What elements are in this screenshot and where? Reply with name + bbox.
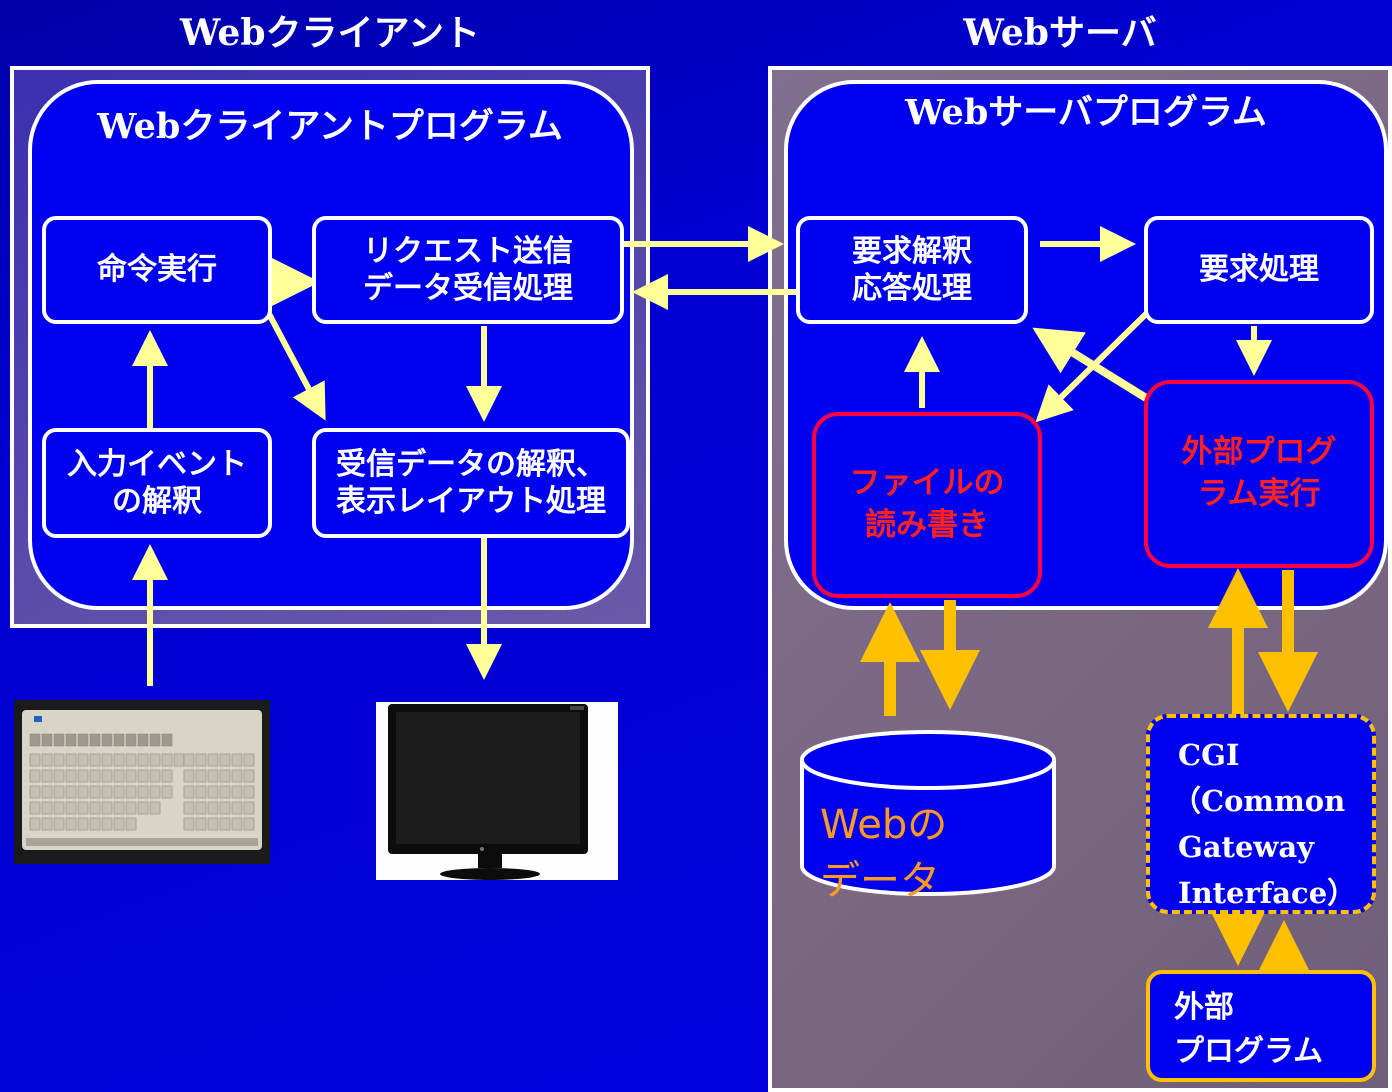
arrow-cmd-to-parse <box>265 310 326 421</box>
file-rw-box: ファイルの 読み書き <box>812 412 1042 598</box>
input-line2: の解釈 <box>112 484 202 519</box>
client-title: Webクライアント <box>179 12 481 54</box>
web-data-cylinder <box>800 730 1056 896</box>
request-line2: データ受信処理 <box>363 271 573 306</box>
cmd-exec-box: 命令実行 <box>42 216 272 324</box>
keyboard-image <box>14 700 270 864</box>
file-line2: 読み書き <box>865 507 989 543</box>
server-title: Webサーバ <box>963 12 1157 54</box>
ext-prog-line2: プログラム <box>1174 1034 1324 1069</box>
interpret-box: 要求解釈 応答処理 <box>796 216 1028 324</box>
cgi-line1: CGI <box>1178 738 1240 772</box>
monitor-image <box>376 702 618 880</box>
client-program-title: Webクライアントプログラム <box>97 106 563 147</box>
parse-line2: 表示レイアウト処理 <box>336 484 606 519</box>
web-data-line1: Webの <box>820 802 947 848</box>
process-box: 要求処理 <box>1144 216 1374 324</box>
process-label: 要求処理 <box>1199 252 1319 288</box>
file-line1: ファイルの <box>849 465 1005 502</box>
input-event-box: 入力イベント の解釈 <box>42 428 272 538</box>
input-line1: 入力イベント <box>67 446 247 482</box>
server-program-title: Webサーバプログラム <box>905 92 1267 133</box>
ext-prog-line1: 外部 <box>1174 990 1234 1025</box>
cmd-exec-label: 命令実行 <box>97 252 217 288</box>
ext-exec-line1: 外部プログ <box>1181 434 1337 471</box>
web-data-line2: データ <box>820 858 940 904</box>
cgi-line2: （Common <box>1172 784 1346 818</box>
request-line1: リクエスト送信 <box>363 233 573 269</box>
parse-line1: 受信データの解釈、 <box>336 446 606 482</box>
arrow-ext-to-interpret <box>1032 327 1149 402</box>
request-box: リクエスト送信 データ受信処理 <box>312 216 624 324</box>
keyboard-keys <box>29 733 255 831</box>
ext-exec-box: 外部プログ ラム実行 <box>1144 380 1374 568</box>
ext-program-box: 外部 プログラム <box>1146 970 1376 1082</box>
cgi-line4: Interface） <box>1178 876 1357 910</box>
interpret-line2: 応答処理 <box>852 271 972 306</box>
interpret-line1: 要求解釈 <box>852 233 972 269</box>
cgi-line3: Gateway <box>1178 830 1315 864</box>
ext-exec-line2: ラム実行 <box>1197 476 1321 512</box>
parse-box: 受信データの解釈、 表示レイアウト処理 <box>312 428 630 538</box>
cgi-box: CGI （Common Gateway Interface） <box>1146 714 1376 914</box>
